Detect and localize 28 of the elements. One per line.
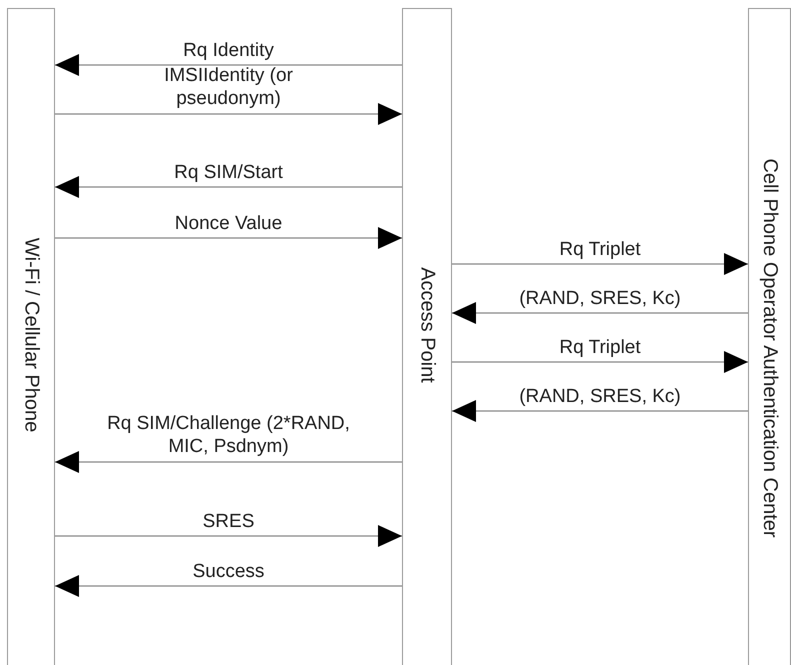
message-label: Rq SIM/Start bbox=[174, 161, 283, 184]
lifeline-bar bbox=[748, 8, 791, 665]
participant-label: Cell Phone Operator Authentication Center bbox=[758, 158, 781, 538]
message-arrow bbox=[55, 525, 402, 547]
participant-label: Wi-Fi / Cellular Phone bbox=[20, 238, 42, 432]
participant-label: Access Point bbox=[416, 267, 438, 383]
message-arrow bbox=[55, 103, 402, 125]
message-label: Rq Triplet bbox=[559, 336, 641, 359]
message-arrow bbox=[55, 176, 402, 198]
message-label: SRES bbox=[202, 510, 254, 533]
message-arrow bbox=[452, 351, 748, 373]
message-arrow bbox=[55, 54, 402, 76]
message-label: Nonce Value bbox=[174, 212, 282, 235]
message-label: Rq Identity bbox=[183, 39, 274, 62]
message-arrow bbox=[55, 227, 402, 249]
message-arrow bbox=[452, 302, 748, 324]
message-label: IMSIIdentity (or pseudonym) bbox=[163, 64, 294, 110]
message-arrow bbox=[55, 451, 402, 473]
message-label: (RAND, SRES, Kc) bbox=[519, 385, 681, 408]
message-label: Success bbox=[192, 560, 264, 583]
message-arrow bbox=[55, 575, 402, 597]
lifeline-bar bbox=[402, 8, 452, 665]
message-arrow bbox=[452, 253, 748, 275]
message-label: Rq Triplet bbox=[559, 238, 641, 261]
message-arrow bbox=[452, 400, 748, 422]
message-label: (RAND, SRES, Kc) bbox=[519, 287, 681, 310]
message-label: Rq SIM/Challenge (2*RAND, MIC, Psdnym) bbox=[106, 412, 351, 458]
lifeline-bar bbox=[7, 8, 55, 665]
